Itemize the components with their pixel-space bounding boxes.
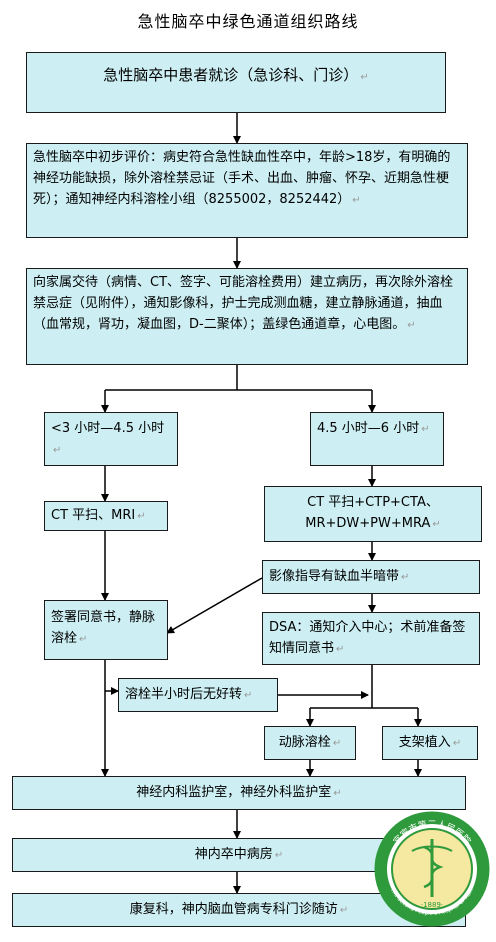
node-arterial-thrombolysis: 动脉溶栓↵ (264, 726, 356, 760)
snake-icon (423, 845, 444, 889)
hospital-seal-logo: 宜宾市第二人民医院 The Second People's Hospital o… (374, 811, 490, 927)
node-family-consent: 向家属交待（病情、CT、签字、可能溶栓费用）建立病历，再次除外溶栓禁忌症（见附件… (26, 268, 468, 365)
logo-year: ·1889· (421, 901, 443, 909)
node-window-4-5-to-6h: 4.5 小时—6 小时↵ (310, 412, 444, 466)
node-icu: 神经内科监护室，神经外科监护室↵ (12, 776, 466, 810)
node-window-under-4-5h: <3 小时—4.5 小时↵ (44, 412, 178, 466)
node-no-improvement: 溶栓半小时后无好转↵ (118, 678, 278, 712)
node-dsa: DSA：通知介入中心；术前准备签知情同意书↵ (262, 612, 480, 665)
node-patient-arrival: 急性脑卒中患者就诊（急诊科、门诊）↵ (26, 52, 446, 113)
node-initial-evaluation: 急性脑卒中初步评价：病史符合急性缺血性卒中，年龄>18岁，有明确的神经功能缺损，… (26, 143, 468, 238)
page-title: 急性脑卒中绿色通道组织路线 (137, 12, 359, 31)
node-iv-thrombolysis: 签署同意书，静脉溶栓↵ (44, 600, 168, 660)
node-stent: 支架植入↵ (382, 726, 478, 760)
arrow-n8-n9 (166, 577, 263, 634)
node-ct-mri: CT 平扫、MRI↵ (44, 501, 168, 531)
node-advanced-imaging: CT 平扫+CTP+CTA、MR+DW+PW+MRA↵ (264, 486, 482, 542)
node-penumbra: 影像指导有缺血半暗带↵ (262, 560, 480, 594)
node-rehab-followup: 康复科，神内脑血管病专科门诊随访↵ (12, 893, 466, 927)
